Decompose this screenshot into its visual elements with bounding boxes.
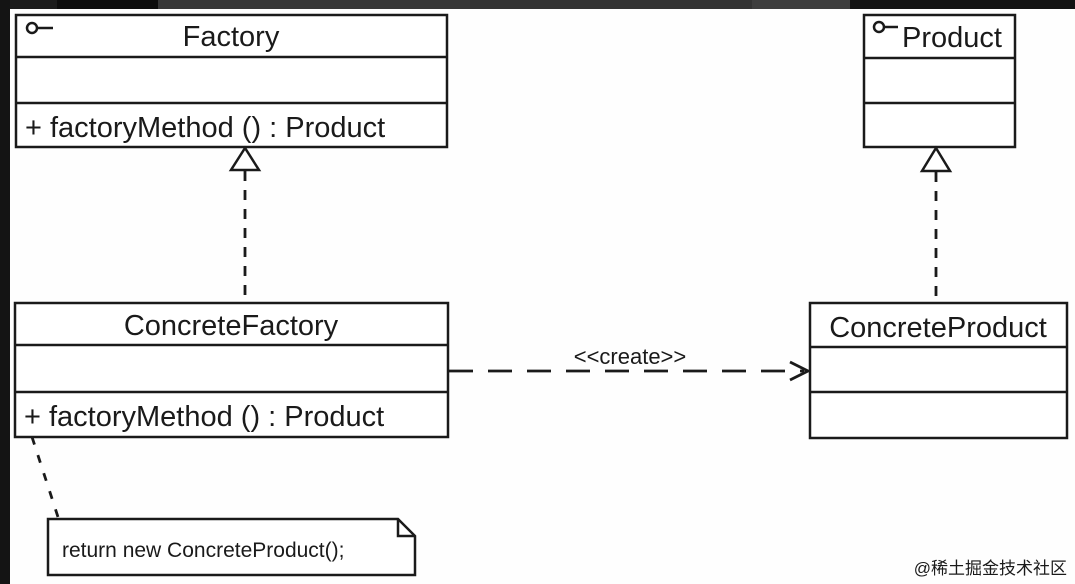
class-box-concrete-factory: ConcreteFactory + factoryMethod () : Pro… [13,301,450,439]
top-bar-segment [752,0,850,9]
top-bar-segment [158,0,470,9]
left-edge-bar [0,0,10,584]
interface-lollipop-icon [25,21,53,35]
class-name-product: Product [902,22,1002,54]
top-bar-segment [57,0,158,9]
create-stereotype-label: <<create>> [574,344,687,369]
class-border [13,301,450,439]
create-dependency-arrow: <<create>> [449,344,812,382]
class-border [14,13,449,149]
class-box-product: Product [862,13,1017,149]
top-edge-bar [0,0,1075,9]
class-name-concrete-product: ConcreteProduct [829,312,1047,344]
method-concrete-factory: + factoryMethod () : Product [24,401,384,433]
note-box: return new ConcreteProduct(); [46,517,417,577]
hollow-triangle-arrowhead [228,145,262,172]
class-name-concrete-factory: ConcreteFactory [124,310,339,342]
note-folded-corner [396,519,415,538]
method-factory: + factoryMethod () : Product [25,112,385,144]
class-box-factory: Factory + factoryMethod () : Product [14,13,449,149]
note-text: return new ConcreteProduct(); [62,539,344,562]
top-bar-segment [470,0,752,9]
realization-concrete-product-to-product [919,145,953,302]
hollow-triangle-arrowhead [919,145,953,173]
watermark-text: @稀土掘金技术社区 [914,559,1067,578]
open-arrowhead [789,360,812,382]
class-box-concrete-product: ConcreteProduct [808,301,1069,440]
class-name-factory: Factory [183,21,280,53]
note-attachment-line [30,436,60,518]
note-outline [46,517,417,577]
interface-lollipop-icon [872,20,898,34]
realization-concrete-factory-to-factory [228,145,262,302]
top-bar-segment [850,0,1075,9]
class-border [862,13,1017,149]
top-bar-segment [0,0,57,9]
